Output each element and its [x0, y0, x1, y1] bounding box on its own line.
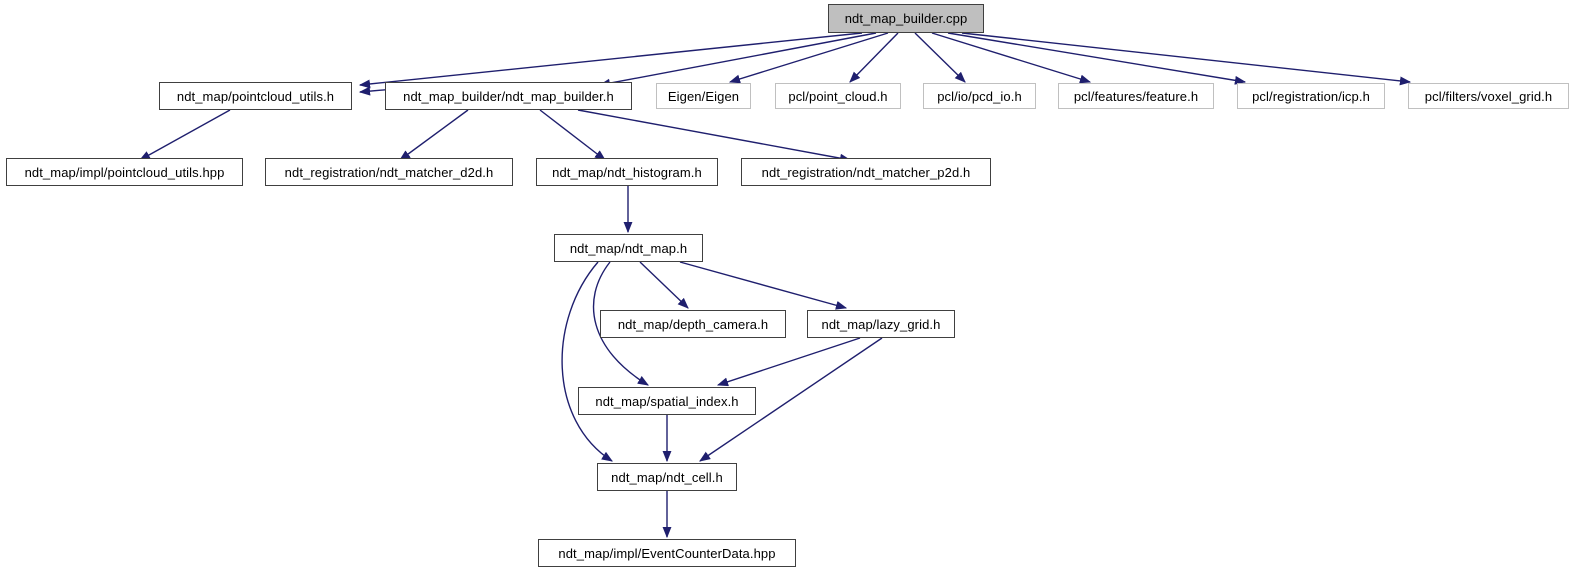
edge-ndt_map_h-to-spatial_index	[592, 261, 649, 386]
graph-node-pcd_io[interactable]: pcl/io/pcd_io.h	[923, 83, 1036, 109]
graph-node-pointcloud_utils[interactable]: ndt_map/pointcloud_utils.h	[159, 82, 352, 110]
graph-node-ndt_cell[interactable]: ndt_map/ndt_cell.h	[597, 463, 737, 491]
graph-node-icp[interactable]: pcl/registration/icp.h	[1237, 83, 1385, 109]
edge-map_builder_h-to-matcher_p2d	[577, 109, 852, 163]
graph-node-label: Eigen/Eigen	[667, 88, 740, 104]
graph-node-label: ndt_registration/ndt_matcher_p2d.h	[761, 164, 971, 180]
graph-node-label: ndt_map/pointcloud_utils.h	[176, 88, 335, 104]
graph-node-matcher_d2d[interactable]: ndt_registration/ndt_matcher_d2d.h	[265, 158, 513, 186]
graph-node-label: pcl/filters/voxel_grid.h	[1424, 88, 1553, 104]
edge-pointcloud_utils-to-impl_pc_utils	[139, 109, 231, 161]
graph-node-lazy_grid[interactable]: ndt_map/lazy_grid.h	[807, 310, 955, 338]
graph-node-root[interactable]: ndt_map_builder.cpp	[828, 4, 984, 33]
graph-node-label: ndt_map/ndt_histogram.h	[552, 164, 702, 180]
graph-node-label: ndt_map/spatial_index.h	[595, 393, 739, 409]
graph-node-label: ndt_map/depth_camera.h	[617, 316, 769, 332]
edge-root-to-icp	[947, 32, 1247, 85]
edge-group	[139, 32, 1412, 539]
graph-node-label: ndt_registration/ndt_matcher_d2d.h	[284, 164, 494, 180]
edge-root-to-voxel_grid	[961, 32, 1412, 86]
edge-map_builder_h-to-histogram	[539, 109, 606, 161]
edge-root-to-pcd_io	[914, 32, 966, 83]
edge-ndt_map_h-to-depth_camera	[639, 261, 689, 309]
graph-node-label: ndt_map_builder.cpp	[844, 11, 968, 26]
graph-node-feature[interactable]: pcl/features/feature.h	[1058, 83, 1214, 109]
graph-node-map_builder_h[interactable]: ndt_map_builder/ndt_map_builder.h	[385, 82, 632, 110]
edge-map_builder_h-to-matcher_d2d	[399, 109, 469, 161]
graph-node-event_counter[interactable]: ndt_map/impl/EventCounterData.hpp	[538, 539, 796, 567]
graph-node-ndt_map_h[interactable]: ndt_map/ndt_map.h	[554, 234, 703, 262]
graph-node-label: pcl/point_cloud.h	[788, 88, 888, 104]
graph-node-spatial_index[interactable]: ndt_map/spatial_index.h	[578, 387, 756, 415]
graph-node-label: pcl/features/feature.h	[1073, 88, 1199, 104]
edge-lazy_grid-to-ndt_cell	[699, 337, 883, 462]
edge-lazy_grid-to-spatial_index	[716, 337, 861, 387]
graph-node-label: pcl/io/pcd_io.h	[937, 88, 1022, 104]
graph-node-histogram[interactable]: ndt_map/ndt_histogram.h	[536, 158, 718, 186]
edge-root-to-eigen	[728, 32, 889, 84]
edge-root-to-pointcloud_utils	[358, 32, 863, 89]
graph-node-depth_camera[interactable]: ndt_map/depth_camera.h	[600, 310, 786, 338]
graph-node-label: ndt_map/impl/pointcloud_utils.hpp	[24, 164, 225, 180]
graph-node-label: ndt_map/lazy_grid.h	[821, 316, 941, 332]
edge-root-to-map_builder_h	[598, 32, 877, 88]
edge-ndt_map_h-to-lazy_grid	[679, 261, 848, 310]
graph-node-matcher_p2d[interactable]: ndt_registration/ndt_matcher_p2d.h	[741, 158, 991, 186]
graph-node-label: ndt_map/ndt_map.h	[569, 240, 688, 256]
graph-node-voxel_grid[interactable]: pcl/filters/voxel_grid.h	[1408, 83, 1569, 109]
graph-node-label: ndt_map/impl/EventCounterData.hpp	[558, 545, 776, 561]
graph-node-impl_pc_utils[interactable]: ndt_map/impl/pointcloud_utils.hpp	[6, 158, 243, 186]
graph-node-label: ndt_map/ndt_cell.h	[611, 469, 723, 485]
graph-node-point_cloud[interactable]: pcl/point_cloud.h	[775, 83, 901, 109]
graph-node-eigen[interactable]: Eigen/Eigen	[656, 83, 751, 109]
edge-root-to-point_cloud	[849, 32, 899, 83]
graph-node-label: pcl/registration/icp.h	[1252, 88, 1370, 104]
edge-ndt_map_h-to-ndt_cell	[561, 261, 613, 462]
graph-node-label: ndt_map_builder/ndt_map_builder.h	[403, 88, 614, 104]
edge-root-to-feature	[931, 32, 1092, 84]
